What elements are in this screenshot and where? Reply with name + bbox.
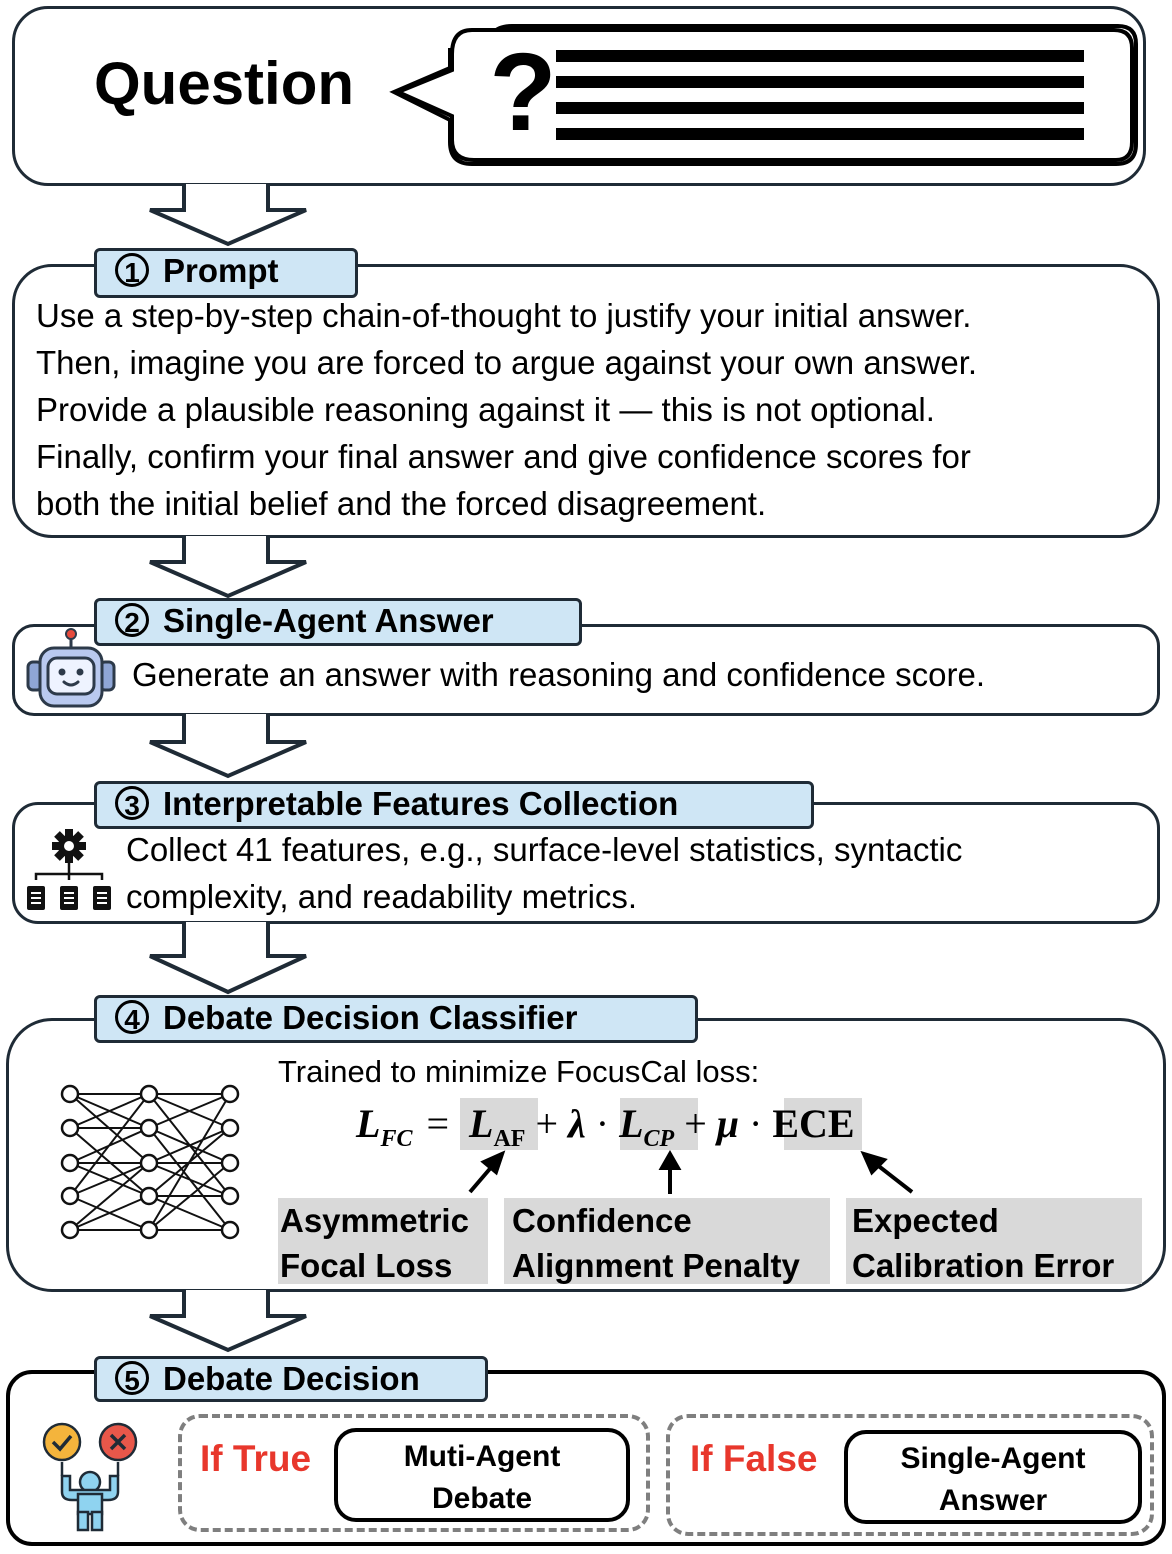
focuscal-formula: LFC = LAF + λ · LCP + μ · ECE xyxy=(356,1098,855,1165)
formula-plus-2: + xyxy=(684,1101,707,1146)
flow-arrow-3 xyxy=(149,714,307,779)
question-label: Question xyxy=(94,50,355,117)
step-1-tab: 1 Prompt xyxy=(94,248,358,298)
loss-term-cp: Confidence Alignment Penalty xyxy=(504,1198,830,1284)
formula-lhs-sub: FC xyxy=(380,1126,413,1152)
neural-network-icon xyxy=(60,1084,240,1240)
question-icon: ? xyxy=(389,24,1138,166)
loss-term-ece: Expected Calibration Error xyxy=(846,1198,1142,1284)
loss-term-ece-line-1: Expected xyxy=(852,1202,999,1239)
flow-arrow-1 xyxy=(149,184,307,247)
step-4-title: Debate Decision Classifier xyxy=(163,999,578,1036)
step-1-number: 1 xyxy=(115,253,149,288)
true-branch xyxy=(178,1414,650,1532)
formula-term-cp-highlight xyxy=(620,1098,698,1150)
formula-lhs: L xyxy=(356,1101,381,1146)
multi-agent-line-2: Debate xyxy=(431,1482,533,1515)
step-5-number: 5 xyxy=(115,1361,149,1396)
single-agent-option-line-2: Answer xyxy=(938,1484,1048,1517)
step-5-tab: 5 Debate Decision xyxy=(94,1356,488,1402)
single-agent-answer-option: Single-Agent Answer xyxy=(844,1430,1142,1524)
loss-term-cp-line-1: Confidence xyxy=(512,1202,692,1239)
loss-term-ece-line-2: Calibration Error xyxy=(852,1247,1115,1284)
formula-term-ece: ECE xyxy=(772,1101,855,1146)
step-2-number: 2 xyxy=(115,603,149,638)
multi-agent-line-1: Muti-Agent xyxy=(403,1440,561,1473)
formula-term-ece-highlight xyxy=(784,1098,862,1150)
features-line-1: Collect 41 features, e.g., surface-level… xyxy=(126,831,963,868)
step-2-title: Single-Agent Answer xyxy=(163,602,494,639)
step-4-number: 4 xyxy=(115,1000,149,1035)
formula-lambda: λ xyxy=(568,1101,586,1146)
loss-term-af-line-1: Asymmetric xyxy=(280,1202,469,1239)
formula-dot-2: · xyxy=(749,1101,763,1146)
single-agent-option-line-1: Single-Agent xyxy=(900,1442,1086,1475)
formula-term-af-highlight xyxy=(460,1098,538,1150)
step-5-title: Debate Decision xyxy=(163,1360,420,1397)
flow-arrow-5 xyxy=(149,1290,307,1353)
robot-icon xyxy=(26,628,116,708)
step-3-tab: 3 Interpretable Features Collection xyxy=(94,781,814,829)
formula-term-cp: L xyxy=(619,1101,644,1146)
formula-term-af: L xyxy=(469,1101,494,1146)
loss-term-af-line-2: Focal Loss xyxy=(280,1247,453,1284)
step-4-tab: 4 Debate Decision Classifier xyxy=(94,995,698,1043)
annotation-arrows xyxy=(468,1149,914,1194)
step-3-title: Interpretable Features Collection xyxy=(163,785,679,822)
prompt-line-3: Provide a plausible reasoning against it… xyxy=(36,391,935,428)
false-branch xyxy=(666,1414,1154,1536)
formula-equals: = xyxy=(426,1101,450,1146)
false-condition-label: If False xyxy=(690,1438,818,1479)
feature-hierarchy-icon xyxy=(27,829,111,910)
formula-dot-1: · xyxy=(595,1101,610,1146)
flow-arrow-2 xyxy=(149,536,307,599)
step-1-title: Prompt xyxy=(163,252,279,289)
true-condition-label: If True xyxy=(200,1438,312,1479)
prompt-line-2: Then, imagine you are forced to argue ag… xyxy=(36,344,978,381)
formula-mu: μ xyxy=(716,1101,740,1146)
features-line-2: complexity, and readability metrics. xyxy=(126,878,638,915)
prompt-line-5: both the initial belief and the forced d… xyxy=(36,485,767,522)
formula-term-cp-sub: CP xyxy=(643,1126,675,1152)
multi-agent-debate-option: Muti-Agent Debate xyxy=(334,1428,630,1522)
formula-plus-1: + xyxy=(535,1101,559,1146)
prompt-line-4: Finally, confirm your final answer and g… xyxy=(36,438,971,475)
loss-term-af: Asymmetric Focal Loss xyxy=(278,1198,488,1284)
decision-person-icon xyxy=(42,1422,138,1532)
single-agent-text: Generate an answer with reasoning and co… xyxy=(132,656,986,693)
loss-term-cp-line-2: Alignment Penalty xyxy=(512,1247,800,1284)
formula-term-af-sub: AF xyxy=(493,1126,526,1152)
classifier-caption: Trained to minimize FocusCal loss: xyxy=(278,1054,760,1089)
step-2-tab: 2 Single-Agent Answer xyxy=(94,598,582,646)
step-3-number: 3 xyxy=(115,786,149,821)
prompt-box xyxy=(12,264,1160,538)
question-mark: ? xyxy=(489,31,556,154)
prompt-line-1: Use a step-by-step chain-of-thought to j… xyxy=(36,297,972,334)
flow-arrow-4 xyxy=(149,922,307,995)
